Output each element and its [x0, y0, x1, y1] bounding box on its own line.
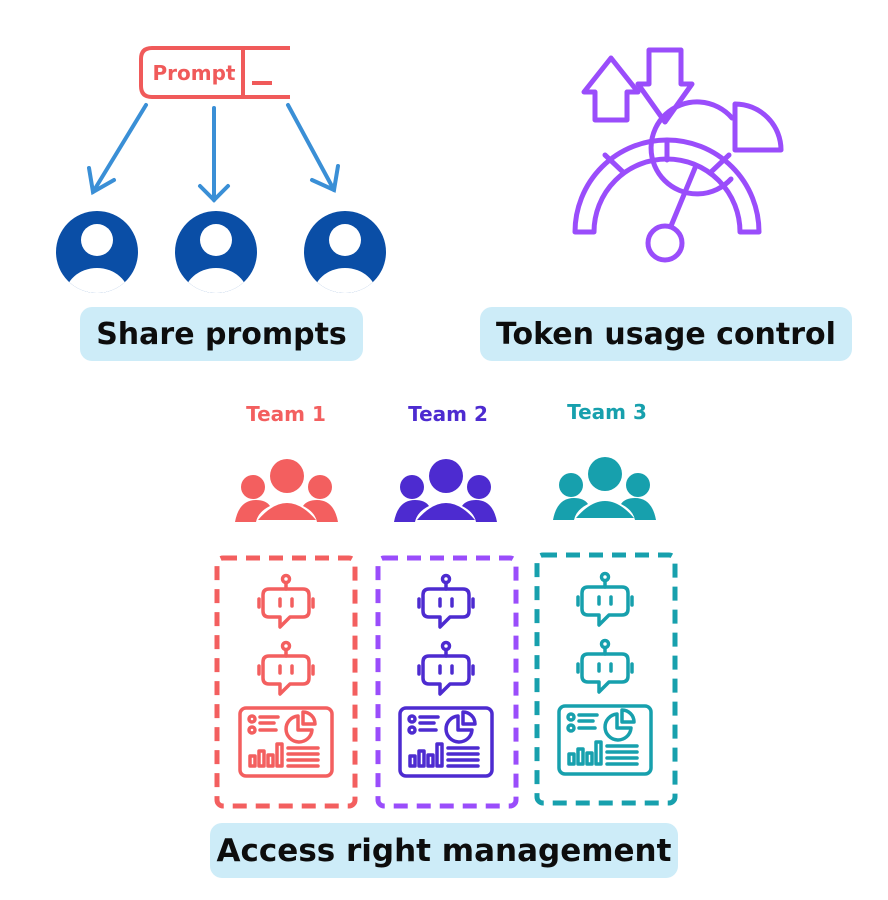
chatbot-icon — [576, 571, 634, 627]
dashboard-icon — [238, 706, 334, 778]
access-rights-caption: Access right management — [210, 823, 678, 878]
team-1-label: Team 1 — [246, 402, 326, 426]
team-2-access-box — [375, 555, 519, 809]
chatbot-icon — [576, 638, 634, 694]
team-2-label: Team 2 — [408, 402, 488, 426]
prompt-box-label: Prompt — [152, 61, 236, 85]
chatbot-icon — [257, 573, 315, 629]
share-prompts-caption: Share prompts — [80, 307, 363, 361]
chatbot-icon — [257, 640, 315, 696]
token-usage-caption: Token usage control — [480, 307, 852, 361]
team-3-access-box — [534, 552, 678, 806]
chatbot-icon — [417, 640, 475, 696]
chatbot-icon — [417, 573, 475, 629]
team-3-label: Team 3 — [567, 400, 647, 424]
dashboard-icon — [398, 706, 494, 778]
dashboard-icon — [557, 704, 653, 776]
team-1-access-box — [214, 555, 358, 809]
